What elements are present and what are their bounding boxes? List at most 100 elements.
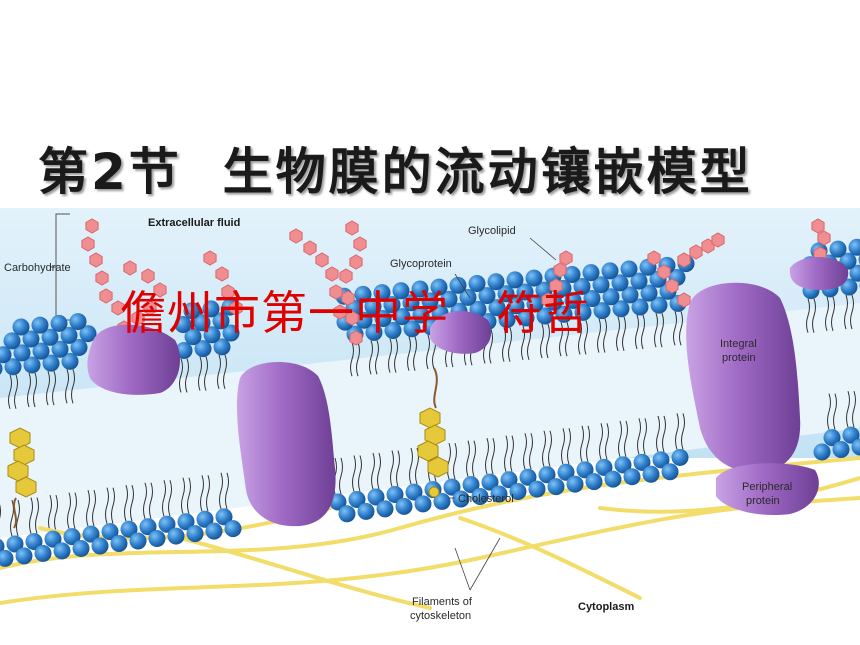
sugar-unit xyxy=(689,244,703,260)
fatty-acid-tail xyxy=(675,413,679,450)
fatty-acid-tail xyxy=(377,452,381,490)
fatty-acid-tail xyxy=(548,430,552,467)
fatty-acid-tail xyxy=(185,358,189,393)
fatty-acid-tail xyxy=(179,358,183,393)
fatty-acid-tail xyxy=(485,438,489,475)
fatty-acid-tail xyxy=(681,413,685,450)
phospholipid-head xyxy=(41,328,59,346)
phospholipid-head xyxy=(0,549,14,567)
phospholipid-head xyxy=(376,500,394,518)
phospholipid-head xyxy=(623,468,641,486)
glycoprotein-left xyxy=(87,324,180,395)
phospholipid-head xyxy=(31,316,49,334)
phospholipid-head xyxy=(357,502,375,520)
fatty-acid-tail xyxy=(71,369,75,404)
phospholipid-head xyxy=(525,269,543,287)
fatty-acid-tail xyxy=(489,329,493,364)
phospholipid-head xyxy=(452,490,470,508)
fatty-acid-tail xyxy=(542,430,546,467)
phospholipid-head xyxy=(186,525,204,543)
phospholipid-head xyxy=(22,330,40,348)
fatty-acid-tail xyxy=(504,435,508,472)
phospholipid-head xyxy=(555,305,573,323)
sugar-unit xyxy=(677,292,691,308)
phospholipid-head xyxy=(148,530,166,548)
phospholipid-head xyxy=(519,468,537,486)
phospholipid-head xyxy=(384,322,402,340)
sugar-unit xyxy=(353,236,367,252)
phospholipid-head xyxy=(497,285,515,303)
fatty-acid-tail xyxy=(502,327,506,362)
fatty-acid-tail xyxy=(143,482,147,519)
phospholipid-head xyxy=(50,314,68,332)
phospholipid-head xyxy=(411,280,429,298)
phospholipid-head xyxy=(650,296,668,314)
glycolipid-label: Glycolipid xyxy=(468,225,516,237)
sugar-unit xyxy=(665,278,679,294)
phospholipid-head xyxy=(509,483,527,501)
fatty-acid-tail xyxy=(599,423,603,460)
sugar-unit xyxy=(131,310,145,326)
phospholipid-head xyxy=(449,276,467,294)
fatty-acid-tail xyxy=(827,393,831,430)
fatty-acid-tail xyxy=(812,298,816,333)
fatty-acid-tail xyxy=(219,472,223,509)
phospholipid-head xyxy=(832,440,850,458)
phospholipid-head xyxy=(72,539,90,557)
author-caption: 儋州市第一中学 符哲 xyxy=(120,286,590,340)
fatty-acid-tail xyxy=(48,494,52,532)
fatty-acid-tail xyxy=(472,440,476,477)
fatty-acid-tail xyxy=(352,455,356,492)
membrane-diagram: Extracellular fluid Carbohydrate Glycoli… xyxy=(0,208,860,645)
phospholipid-head xyxy=(462,476,480,494)
phospholipid-head xyxy=(829,240,847,258)
phospholipid-head xyxy=(32,342,50,360)
phospholipid-head xyxy=(602,288,620,306)
phospholipid-head xyxy=(367,488,385,506)
fatty-acid-tail xyxy=(561,428,565,465)
phospholipid-head xyxy=(566,475,584,493)
fatty-acid-tail xyxy=(586,425,590,462)
fatty-acid-tail xyxy=(105,487,109,524)
phospholipid-head xyxy=(823,429,841,447)
phospholipid-head xyxy=(592,276,610,294)
phospholipid-head xyxy=(620,260,638,278)
fatty-acid-tail xyxy=(369,340,373,375)
cholesterol-molecule xyxy=(7,407,449,498)
sugar-unit xyxy=(221,284,235,300)
phospholipid-head xyxy=(69,313,87,331)
fatty-acid-tail xyxy=(643,418,647,455)
phospholipid-head xyxy=(536,307,554,325)
fatty-acid-tail xyxy=(350,341,354,377)
phospholipid-head xyxy=(374,309,392,327)
fatty-acid-tail xyxy=(679,311,683,346)
fatty-acid-tail xyxy=(29,497,33,534)
sugar-unit xyxy=(711,232,725,248)
fatty-acid-tail xyxy=(0,504,1,519)
sugar-unit xyxy=(817,230,831,246)
fatty-acid-tail xyxy=(825,296,829,332)
fatty-acid-tail xyxy=(453,442,457,480)
phospholipid-head xyxy=(175,341,193,359)
phospholipid-head xyxy=(478,287,496,305)
phospholipid-head xyxy=(671,448,689,466)
sugar-unit xyxy=(95,270,109,286)
phospholipid-head xyxy=(488,299,506,317)
phospholipid-head xyxy=(12,318,30,336)
phospholipid-head xyxy=(174,316,192,334)
phospholipid-head xyxy=(395,497,413,515)
fatty-acid-tail xyxy=(356,341,360,377)
sugar-unit xyxy=(349,254,363,270)
fatty-acid-tail xyxy=(491,438,495,475)
fatty-acid-tail xyxy=(35,497,39,534)
phospholipid-head xyxy=(403,320,421,338)
fatty-acid-tail xyxy=(198,356,202,391)
phospholipid-head xyxy=(196,510,214,528)
fatty-acid-tail xyxy=(521,325,525,361)
fatty-acid-tail xyxy=(413,336,417,371)
peripheral-protein-label-1: Peripheral xyxy=(742,481,792,493)
phospholipid-head xyxy=(848,238,860,256)
phospholipid-head xyxy=(82,525,100,543)
fatty-acid-tail xyxy=(206,475,210,512)
cytoplasm-label: Cytoplasm xyxy=(578,601,634,613)
